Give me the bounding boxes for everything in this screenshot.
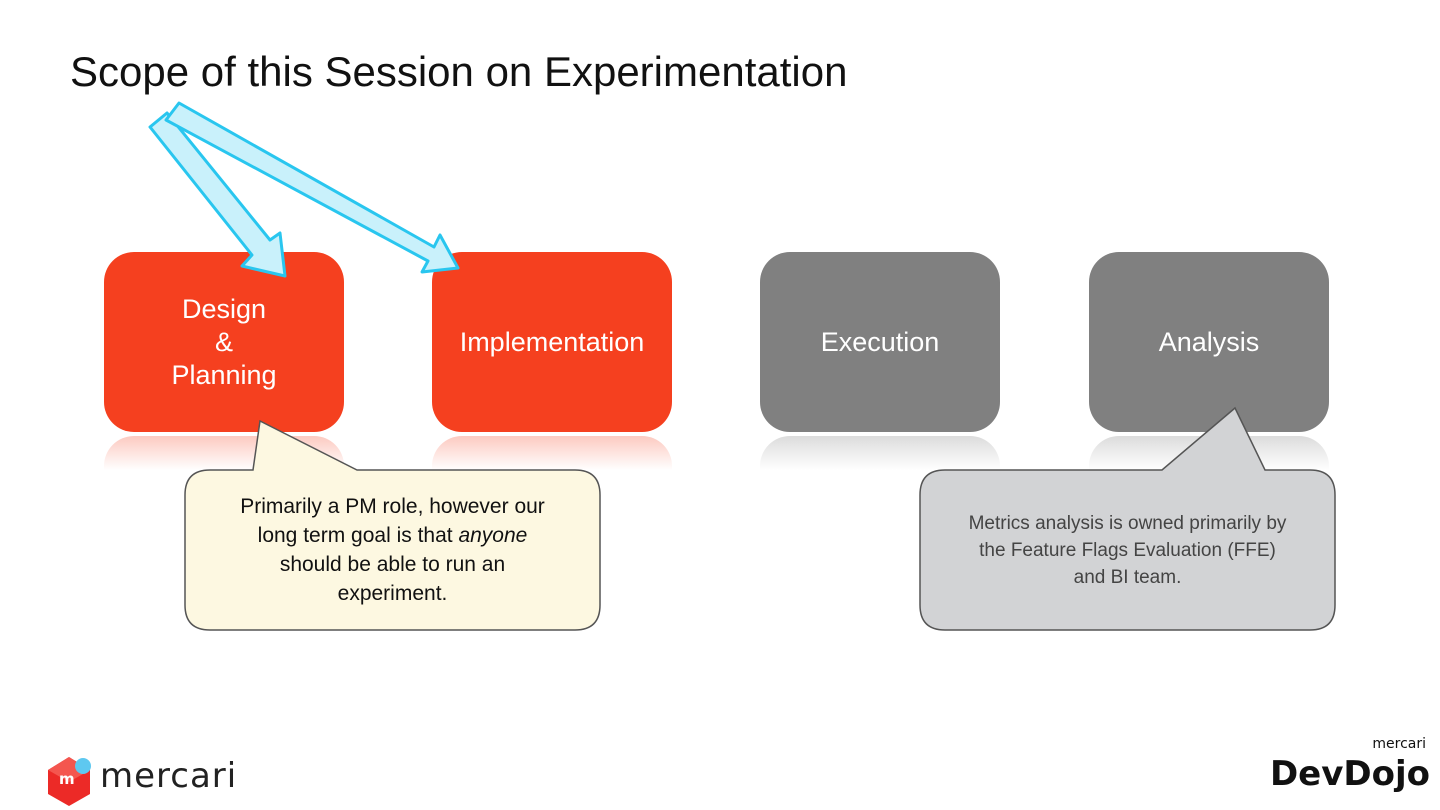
devdojo-logo-big: DevDojo	[1269, 754, 1430, 794]
stage-label: Execution	[820, 326, 940, 357]
devdojo-logo: mercari DevDojo	[1260, 736, 1430, 802]
stage-reflection	[104, 436, 344, 474]
stage-reflection	[432, 436, 672, 474]
stage-label: Analysis	[1158, 326, 1260, 357]
callout-left-emphasis: anyone	[458, 524, 528, 547]
mercari-logo-letter: m	[59, 770, 75, 788]
callout-left-text-part: should be able to run an experiment.	[279, 553, 506, 605]
stage-label: Design & Planning	[171, 293, 277, 390]
slide-title: Scope of this Session on Experimentation	[70, 48, 848, 95]
callout-right-text: Metrics analysis is owned primarily by t…	[968, 513, 1287, 588]
callout-left-text-part: Primarily a PM role, however our long te…	[240, 495, 545, 547]
stage-reflection	[1089, 436, 1329, 474]
stage-label: Implementation	[459, 326, 645, 357]
mercari-logo: m mercari	[48, 754, 248, 800]
stage-implementation: Implementation	[432, 252, 672, 432]
stage-analysis: Analysis	[1089, 252, 1329, 432]
stage-reflection	[760, 436, 1000, 474]
stage-execution: Execution	[760, 252, 1000, 432]
block-arrow-icon	[164, 101, 460, 274]
mercari-wordmark: mercari	[100, 756, 238, 796]
stage-design-planning: Design & Planning	[104, 252, 344, 432]
callout-left-text: Primarily a PM role, however our long te…	[200, 492, 585, 608]
devdojo-logo-small: mercari	[1372, 736, 1426, 752]
